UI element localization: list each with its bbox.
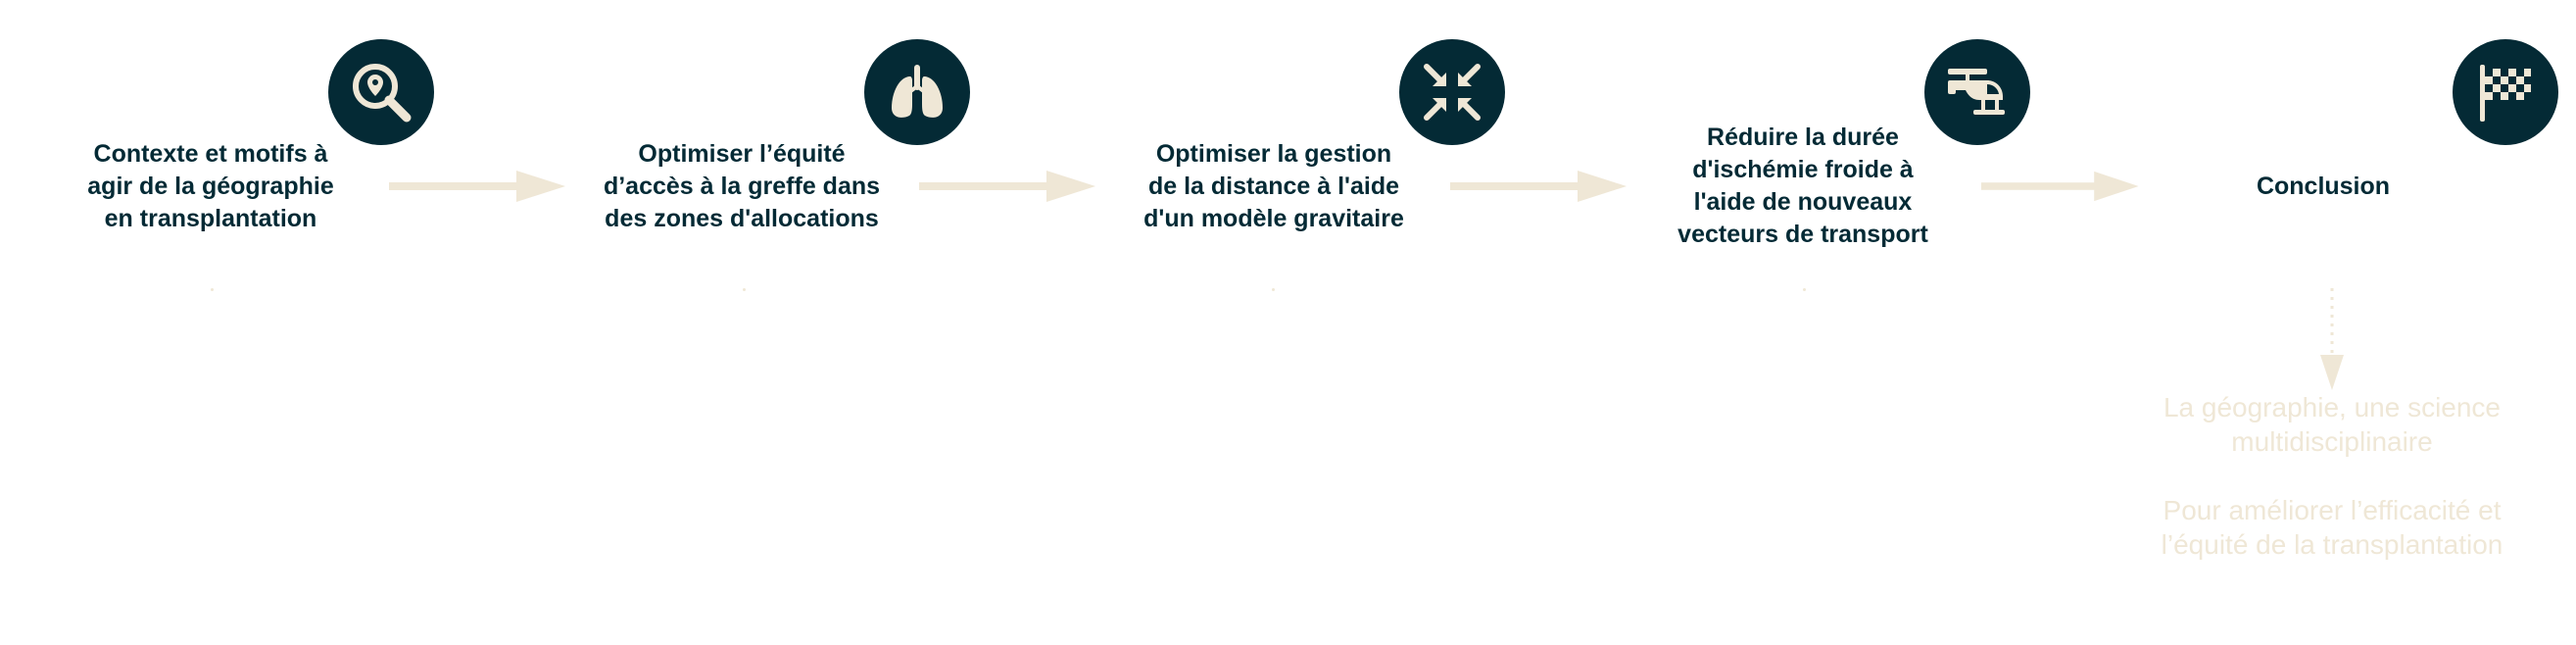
step-2-label: Optimiser l’équité d’accès à la greffe d… [603, 139, 881, 232]
step-2-icon-circle [864, 39, 970, 145]
step-5-icon-circle [2453, 39, 2558, 145]
conclusion-note-1: La géographie, une science multidiscipli… [2163, 392, 2502, 457]
lungs-icon [892, 65, 943, 118]
flow-arrow-4 [1981, 171, 2139, 202]
flow-arrow-2 [919, 171, 1095, 202]
conclusion-dotted-arrow [2320, 288, 2344, 390]
step-1-icon-circle [328, 39, 434, 145]
connector-dot-3 [1272, 288, 1275, 291]
flow-arrow-3 [1450, 171, 1627, 202]
connector-dot-2 [743, 288, 746, 291]
step-4-label: Réduire la durée d'ischémie froide à l'a… [1677, 124, 1928, 248]
compress-arrows-icon [1424, 64, 1481, 121]
step-5-label: Conclusion [2256, 172, 2391, 200]
step-3-icon-circle [1399, 39, 1505, 145]
step-3-label: Optimiser la gestion de la distance à l'… [1143, 139, 1404, 232]
flow-arrow-1 [389, 171, 565, 202]
helicopter-icon [1948, 69, 2005, 115]
connector-dot-4 [1803, 288, 1806, 291]
step-1-label: Contexte et motifs à agir de la géograph… [87, 139, 334, 232]
connector-dot-1 [211, 288, 214, 291]
conclusion-note-2: Pour améliorer l’efficacité et l’équité … [2161, 495, 2503, 560]
checkered-flag-icon [2480, 65, 2531, 122]
step-4-icon-circle [1924, 39, 2030, 145]
magnifier-pin-icon [353, 64, 412, 123]
